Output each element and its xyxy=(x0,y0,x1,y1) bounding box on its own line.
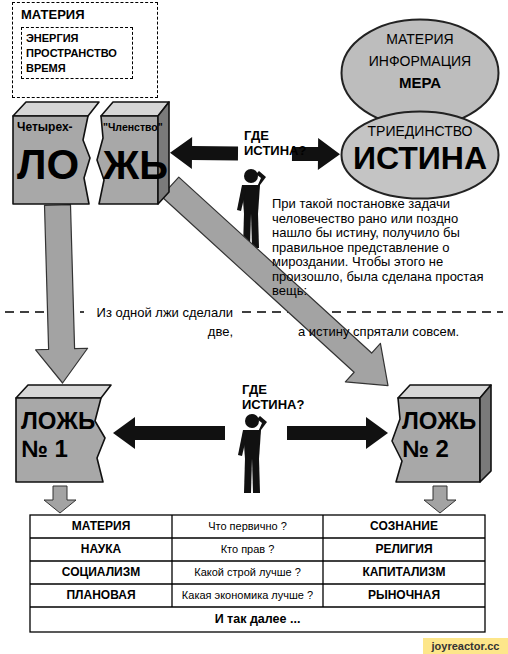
table-cell: ПЛАНОВАЯ xyxy=(30,584,172,607)
cube-face xyxy=(13,102,99,116)
cube-face xyxy=(13,116,90,204)
table-cell: КАПИТАЛИЗМ xyxy=(323,561,485,584)
lie-cube-two: ЛОЖЬ № 2 xyxy=(388,383,492,483)
table-footer: И так далее ... xyxy=(30,607,485,632)
cube-label: ЛОЖЬ № 2 xyxy=(402,407,482,463)
cube-letters: ЖЬ xyxy=(103,143,168,187)
lie-cube-one: ЛОЖЬ № 1 xyxy=(15,383,113,483)
separator-line xyxy=(5,311,503,313)
table-cell: МАТЕРИЯ xyxy=(30,515,172,538)
table-question: Кто прав ? xyxy=(172,538,323,561)
cube-face xyxy=(398,385,491,398)
broken-cube-right: "Членство" ЖЬ xyxy=(95,100,170,205)
truth-circle-bottom: ТРИЕДИНСТВОИСТИНА xyxy=(340,110,500,200)
edge-label: ГДЕ ИСТИНА? xyxy=(244,128,314,158)
table-cell: РЕЛИГИЯ xyxy=(323,538,485,561)
circle-keyword: МЕРА xyxy=(399,72,441,94)
inner-dashed-box: ЭНЕРГИЯ ПРОСТРАНСТВО ВРЕМЯ xyxy=(21,27,133,79)
box-heading: МАТЕРИЯ xyxy=(21,7,85,23)
cube-face xyxy=(16,398,105,482)
table-question: Какая экономика лучше ? xyxy=(172,584,323,607)
table-question: Какой строй лучше ? xyxy=(172,561,323,584)
table-cell: СОЦИАЛИЗМ xyxy=(30,561,172,584)
table-cell: НАУКА xyxy=(30,538,172,561)
watermark: joyreactor.cc xyxy=(423,638,508,654)
watermark-strip xyxy=(423,638,508,654)
circle-text: ТРИЕДИНСТВО xyxy=(368,122,473,140)
cube-label: ЛОЖЬ № 1 xyxy=(21,407,101,463)
edge-label: ГДЕ ИСТИНА? xyxy=(242,382,312,412)
split-note: а истину спрятали совсем. xyxy=(298,322,503,341)
cube-face xyxy=(16,385,111,398)
down-arrow xyxy=(44,486,456,513)
explanation-note: При такой постановке задачи человечество… xyxy=(272,197,500,299)
circle-text: МАТЕРИЯ ИНФОРМАЦИЯ xyxy=(364,28,476,72)
broken-cube-left: Четырех- ЛО xyxy=(12,100,100,205)
ellipse-shape xyxy=(342,112,499,199)
outer-dashed-box: МАТЕРИЯ ЭНЕРГИЯ ПРОСТРАНСТВО ВРЕМЯ xyxy=(12,2,158,98)
cube-caption: Четырех- xyxy=(17,119,73,135)
question-arrow xyxy=(113,417,388,449)
thinking-person xyxy=(238,414,267,493)
split-arrow xyxy=(36,205,88,383)
cube-face xyxy=(480,385,491,482)
circle-keyword: ИСТИНА xyxy=(353,140,487,176)
box-text: ЭНЕРГИЯ ПРОСТРАНСТВО ВРЕМЯ xyxy=(26,31,128,76)
comparison-table-grid xyxy=(30,515,485,632)
ellipse-shape xyxy=(342,20,499,127)
cube-letters: ЛО xyxy=(17,143,79,187)
table-question: Что первично ? xyxy=(172,515,323,538)
cube-caption: "Членство" xyxy=(103,119,163,135)
split-note: Из одной лжи сделали две, xyxy=(78,303,233,341)
table-cell: СОЗНАНИЕ xyxy=(323,515,485,538)
table-cell: РЫНОЧНАЯ xyxy=(323,584,485,607)
